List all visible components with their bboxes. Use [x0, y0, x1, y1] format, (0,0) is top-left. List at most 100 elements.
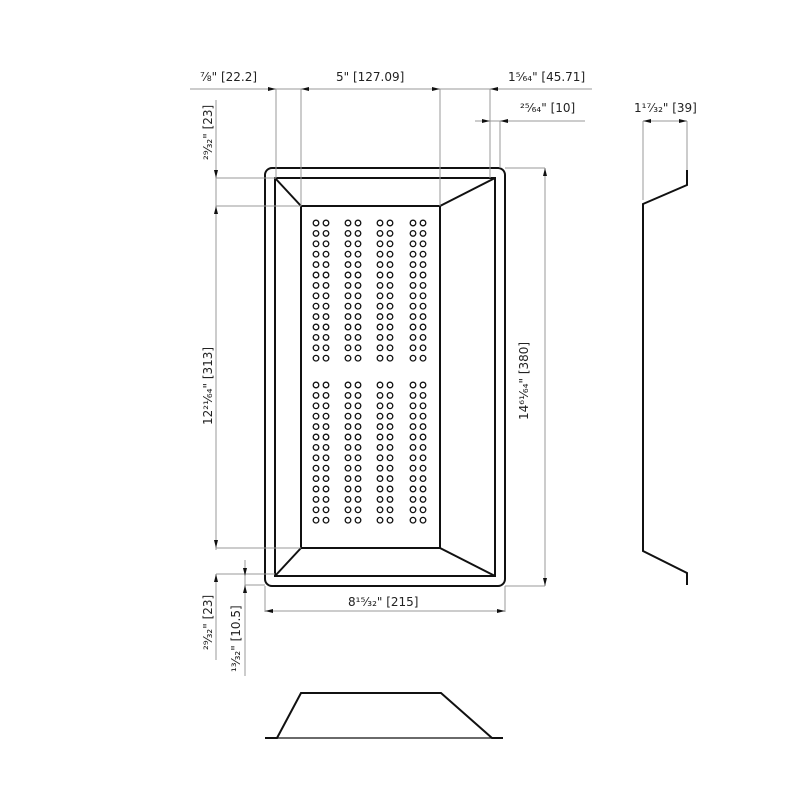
drain-hole [354, 485, 362, 493]
drain-hole [409, 229, 417, 237]
drain-hole [354, 495, 362, 503]
drain-hole [409, 454, 417, 462]
drain-hole [344, 464, 352, 472]
drain-hole [322, 292, 330, 300]
drain-hole [419, 454, 427, 462]
drain-hole [312, 443, 320, 451]
drain-hole [419, 475, 427, 483]
drain-hole [344, 302, 352, 310]
drain-hole [376, 229, 384, 237]
drain-hole [354, 302, 362, 310]
bevel-tr [439, 177, 496, 207]
dim-side-depth: 1¹⁷⁄₃₂" [39] [634, 101, 697, 115]
drain-hole [419, 485, 427, 493]
drain-hole [322, 506, 330, 514]
drain-hole [409, 313, 417, 321]
drain-hole [344, 443, 352, 451]
dim-left-top-flange: ²⁹⁄₃₂" [23] [201, 105, 215, 160]
drain-hole [409, 412, 417, 420]
drain-hole [354, 381, 362, 389]
drain-hole [354, 323, 362, 331]
drain-hole [409, 302, 417, 310]
dim-top-right-small: ²⁵⁄₆₄" [10] [520, 101, 575, 115]
drain-hole [344, 219, 352, 227]
drain-hole [419, 302, 427, 310]
drain-hole [344, 475, 352, 483]
drain-hole [409, 219, 417, 227]
drain-hole [386, 506, 394, 514]
drain-hole [344, 281, 352, 289]
drain-hole [376, 271, 384, 279]
drain-hole [344, 292, 352, 300]
drain-hole [322, 354, 330, 362]
drain-hole [344, 433, 352, 441]
drain-hole [312, 219, 320, 227]
drain-hole [376, 292, 384, 300]
drain-hole [376, 464, 384, 472]
drain-hole [344, 323, 352, 331]
drain-hole [409, 433, 417, 441]
drain-hole [409, 391, 417, 399]
drain-hole [354, 344, 362, 352]
drain-hole [354, 516, 362, 524]
drain-hole [312, 516, 320, 524]
drain-hole [312, 423, 320, 431]
drain-hole [376, 381, 384, 389]
drain-hole [376, 475, 384, 483]
bevel-tl [274, 177, 302, 207]
drain-hole [386, 292, 394, 300]
drain-hole [322, 464, 330, 472]
drain-hole [409, 381, 417, 389]
drain-hole [376, 250, 384, 258]
drain-hole [354, 475, 362, 483]
drain-hole [386, 391, 394, 399]
drain-hole [354, 313, 362, 321]
drain-hole [322, 219, 330, 227]
drain-hole [354, 391, 362, 399]
drain-hole [322, 495, 330, 503]
dim-left-inner-length: 12²¹⁄₆₄" [313] [201, 347, 215, 425]
drain-hole [419, 250, 427, 258]
dim-bottom-left-rim: ¹³⁄₃₂" [10.5] [229, 605, 243, 672]
drain-hole [354, 412, 362, 420]
drain-hole [322, 313, 330, 321]
drain-hole [376, 433, 384, 441]
drain-hole [409, 506, 417, 514]
drain-hole [386, 412, 394, 420]
drain-hole [409, 485, 417, 493]
drain-hole [312, 313, 320, 321]
drain-hole [322, 402, 330, 410]
drain-hole [419, 412, 427, 420]
drain-hole [312, 402, 320, 410]
hole-pattern [312, 219, 427, 524]
drain-hole [386, 219, 394, 227]
inner-frame [274, 177, 496, 577]
drain-hole [376, 506, 384, 514]
drain-hole [409, 292, 417, 300]
drain-hole [312, 412, 320, 420]
drain-hole [322, 281, 330, 289]
drain-hole [344, 495, 352, 503]
drain-hole [409, 402, 417, 410]
drain-hole [322, 475, 330, 483]
drain-hole [312, 475, 320, 483]
outer-rim [264, 167, 506, 587]
drain-hole [386, 485, 394, 493]
drain-hole [409, 464, 417, 472]
drain-hole [419, 313, 427, 321]
drain-hole [322, 323, 330, 331]
drain-hole [376, 261, 384, 269]
drain-hole [312, 271, 320, 279]
dim-top-center-width: 5" [127.09] [336, 70, 404, 84]
drain-hole [386, 454, 394, 462]
drain-hole [376, 219, 384, 227]
drain-hole [322, 443, 330, 451]
side-profile [642, 170, 688, 585]
drain-hole [354, 454, 362, 462]
drain-hole [376, 323, 384, 331]
drain-hole [419, 292, 427, 300]
drain-hole [419, 495, 427, 503]
drain-hole [409, 261, 417, 269]
drain-hole [419, 433, 427, 441]
drain-hole [312, 464, 320, 472]
